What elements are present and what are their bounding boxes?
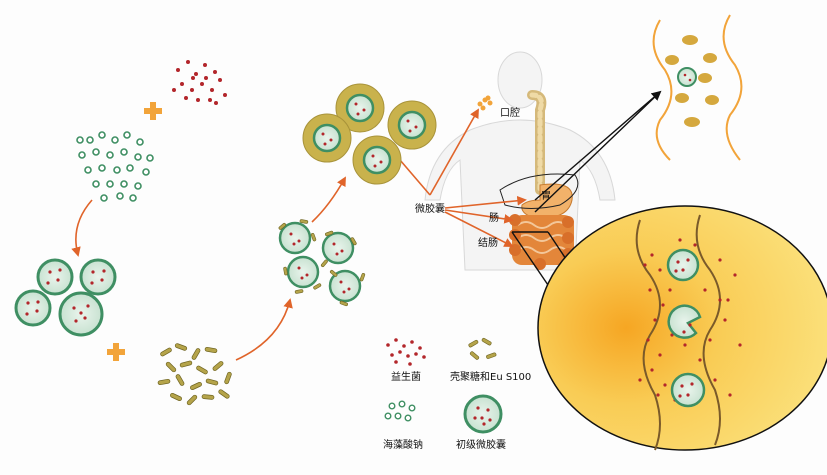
plus-icon [144, 102, 162, 120]
label-microcapsule: 微胶囊 [415, 204, 445, 215]
probiotic-cluster [172, 60, 227, 105]
arrow-to-coated [235, 298, 293, 361]
intestine [509, 214, 574, 270]
label-colon: 结肠 [478, 238, 498, 249]
label-intestine: 肠 [489, 213, 499, 224]
legend-alginate-icon [384, 400, 416, 422]
chitosan-eu-cluster [157, 343, 232, 406]
final-microcapsules [302, 83, 437, 185]
legend-primary-capsule-icon [463, 394, 503, 434]
coated-capsules [278, 219, 366, 307]
stomach-outline [499, 173, 579, 209]
legend-chitosan-label: 壳聚糖和Eu S100 [450, 372, 532, 383]
stomach-zoom-detail [652, 14, 743, 161]
colon-zoom-detail [537, 205, 827, 451]
arrow-to-primary [71, 199, 93, 257]
mouth-particles [477, 95, 493, 111]
orange-delivery-arrows [399, 108, 527, 247]
legend-primary-capsule-label: 初级微胶囊 [456, 440, 506, 451]
arrow-to-final [311, 176, 346, 223]
sodium-alginate-cluster [76, 131, 154, 202]
legend-chitosan-icon [468, 337, 497, 360]
esophagus [527, 90, 547, 195]
label-mouth: 口腔 [500, 108, 520, 119]
legend-probiotic-icon [386, 338, 426, 366]
legend-alginate-label: 海藻酸钠 [383, 440, 423, 451]
primary-microcapsules [14, 258, 117, 337]
legend-probiotic-label: 益生菌 [391, 372, 421, 383]
plus-icon [107, 343, 125, 361]
label-stomach: 胃 [541, 191, 551, 202]
